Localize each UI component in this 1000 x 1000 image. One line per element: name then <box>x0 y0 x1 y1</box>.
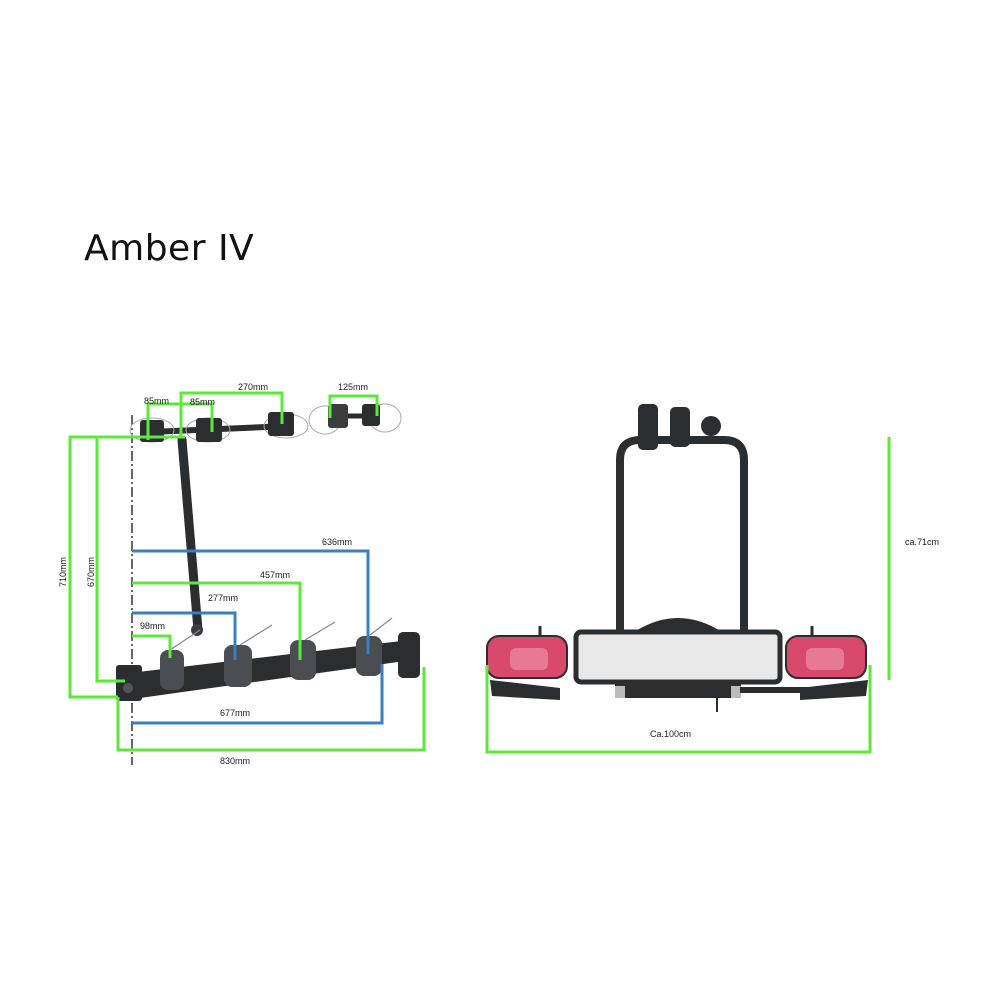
label-670: 670mm <box>86 557 96 587</box>
underside-bracket <box>615 684 741 698</box>
frame-holder-2 <box>185 417 231 443</box>
wheel-cradle-3 <box>290 640 316 680</box>
label-710: 710mm <box>58 557 68 587</box>
dim-85-a <box>146 402 183 440</box>
label-830: 830mm <box>220 756 250 766</box>
front-holder-3 <box>701 416 721 436</box>
dim-270 <box>179 391 284 424</box>
label-677: 677mm <box>220 708 250 718</box>
product-title: Amber IV <box>84 228 255 269</box>
center-dome <box>634 618 722 632</box>
rack-mast <box>177 435 203 635</box>
label-85b: 85mm <box>190 397 215 407</box>
rear-light-side <box>398 632 420 678</box>
mast-joint <box>191 624 203 636</box>
left-tail-lamp <box>486 626 568 700</box>
label-125: 125mm <box>338 382 368 392</box>
frame-holder-3 <box>263 412 309 439</box>
dim-457 <box>132 581 302 660</box>
coupling-head <box>116 665 142 701</box>
label-636: 636mm <box>322 537 352 547</box>
front-view: Ca.100cm ca.71cm <box>485 404 939 754</box>
dim-98 <box>132 634 172 658</box>
coupling-knob <box>123 683 133 693</box>
dim-670 <box>95 435 185 683</box>
number-plate <box>573 629 783 685</box>
hoop-frame <box>616 436 748 630</box>
label-height: ca.71cm <box>905 537 939 547</box>
label-457: 457mm <box>260 570 290 580</box>
wheel-cradle-2 <box>224 645 252 687</box>
label-98: 98mm <box>140 621 165 631</box>
dim-125 <box>328 394 379 418</box>
detached-frame-holder <box>308 403 402 435</box>
label-277: 277mm <box>208 593 238 603</box>
front-holder-1 <box>638 404 658 450</box>
dim-710 <box>68 435 138 699</box>
dim-677 <box>132 664 384 725</box>
wheel-cradle-1 <box>160 650 184 690</box>
wheel-cradle-4 <box>356 636 382 676</box>
label-85a: 85mm <box>144 396 169 406</box>
dim-636 <box>132 549 370 654</box>
dim-277 <box>132 611 237 660</box>
green-dimension-lines <box>68 391 426 752</box>
base-rail <box>138 640 412 698</box>
front-holder-2 <box>670 407 690 447</box>
blue-dimension-lines <box>132 549 384 725</box>
dim-830 <box>116 667 426 752</box>
side-view: 85mm 85mm 270mm 125mm 636mm 457mm 277mm … <box>58 382 426 766</box>
label-270: 270mm <box>238 382 268 392</box>
dim-width-100cm <box>485 665 872 754</box>
right-tail-lamp <box>785 626 868 700</box>
label-width: Ca.100cm <box>650 729 691 739</box>
dim-85-b <box>181 402 214 432</box>
